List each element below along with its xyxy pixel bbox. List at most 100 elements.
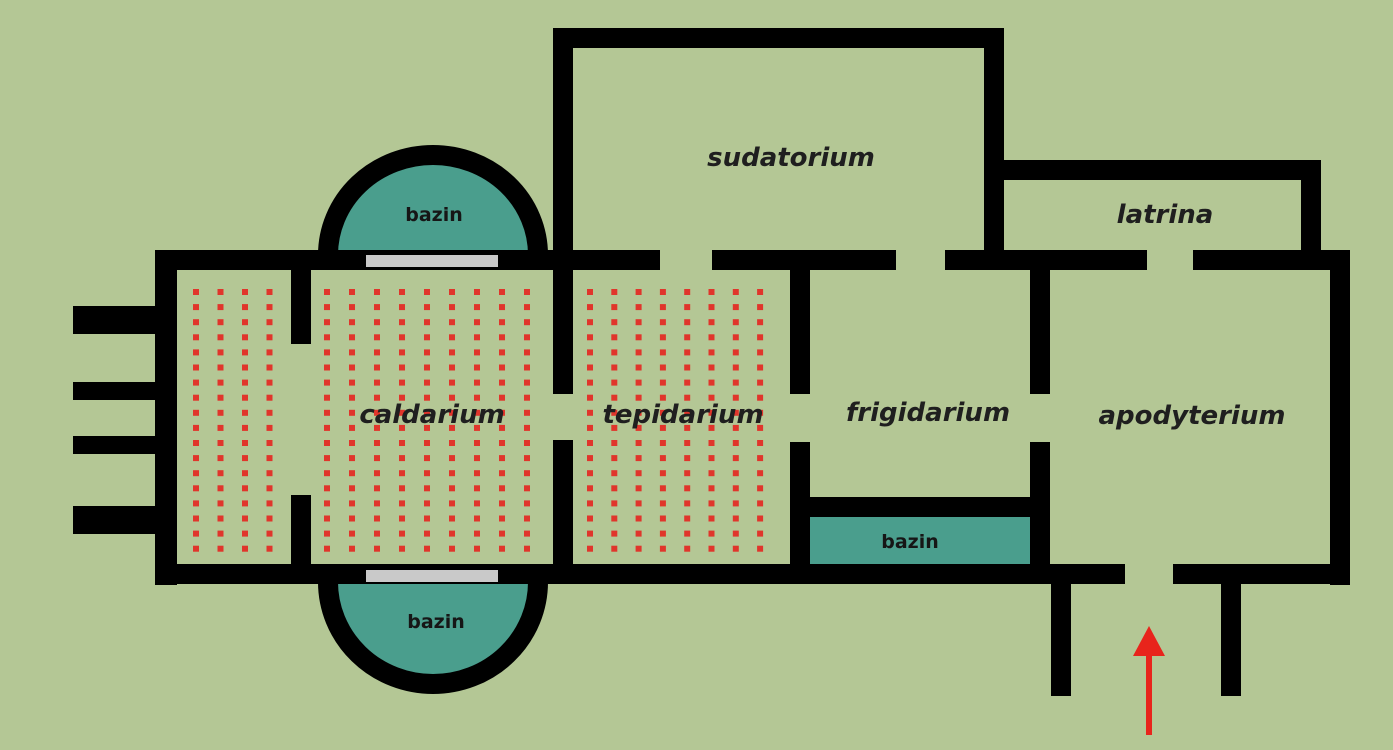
hypocaust-dot [474,500,480,507]
hypocaust-dot [399,394,405,401]
hypocaust-dot [684,349,691,356]
hypocaust-dot [449,470,455,477]
hypocaust-dot [611,440,618,446]
hypocaust-dot [684,530,691,537]
hypocaust-dot [659,455,666,462]
wall-caldarium-tepidarium-upper [553,262,573,394]
hypocaust-dot [242,394,248,401]
hypocaust-dot [757,515,764,522]
hypocaust-dot [217,409,224,416]
hypocaust-dot [193,515,199,522]
hypocaust-dot [635,394,642,401]
hypocaust-dot [242,304,248,311]
hypocaust-dot [349,440,355,446]
hypocaust-dot [449,530,455,537]
hypocaust-dot [217,440,224,446]
hypocaust-dot [217,424,224,431]
hypocaust-dot [324,500,330,507]
hypocaust-dot [324,530,330,537]
hypocaust-dot [708,530,715,537]
hypocaust-dot [732,485,739,492]
hypocaust-dot [659,319,666,326]
hypocaust-dot [524,424,530,431]
wall-main-top-3 [945,250,1147,270]
hypocaust-dot [587,470,593,477]
hypocaust-dot [611,289,618,295]
hypocaust-dot [242,364,248,371]
hypocaust-dot [611,515,618,522]
hypocaust-dot [266,455,273,462]
hypocaust-dot [349,304,355,311]
hypocaust-dot [635,334,642,341]
hypocaust-dot [399,515,405,522]
hypocaust-dot [349,319,355,326]
hypocaust-dot [193,319,199,326]
label-pool-top: bazin [405,204,463,226]
hypocaust-dot [732,304,739,311]
hypocaust-dot [499,485,505,492]
hypocaust-dot [399,334,405,341]
hypocaust-dot [424,545,430,552]
hypocaust-dot [732,424,739,431]
hypocaust-dot [659,500,666,507]
hypocaust-dot [684,485,691,492]
hypocaust-dot [474,319,480,326]
hypocaust-dot [424,319,430,326]
hypocaust-dot [449,379,455,386]
hypocaust-dot [242,334,248,341]
hypocaust-dot [399,319,405,326]
hypocaust-dot [587,530,593,537]
hypocaust-dot [349,515,355,522]
hypocaust-dot [474,364,480,371]
hypocaust-dot [399,470,405,477]
hypocaust-dot [524,304,530,311]
pool-top-wall [318,145,548,256]
hypocaust-dot [684,289,691,295]
pool-top [328,155,538,255]
hypocaust-dot [684,440,691,446]
hypocaust-dot [611,319,618,326]
hypocaust-dot [324,319,330,326]
hypocaust-dot [399,485,405,492]
hypocaust-tepidarium [587,289,764,552]
hypocaust-dot [524,289,530,295]
pool-frigidarium [808,516,1033,564]
hypocaust-dot [349,394,355,401]
wall-bottom-2 [1173,564,1350,584]
hypocaust-dot [424,530,430,537]
hypocaust-dot [708,334,715,341]
hypocaust-dot [611,334,618,341]
hypocaust-dot [349,530,355,537]
hypocaust-dot [499,349,505,356]
hypocaust-dot [635,409,642,416]
hypocaust-dot [399,349,405,356]
hypocaust-dot [266,319,273,326]
hypocaust-dot [399,409,405,416]
wall-main-top-4 [1193,250,1350,270]
hypocaust-dot [524,409,530,416]
entrance-arrow-head [1133,626,1165,656]
wall-sudatorium-left [553,28,573,268]
hypocaust-dot [635,515,642,522]
hypocaust-dot [524,485,530,492]
hypocaust-dot [474,394,480,401]
hypocaust-dot [349,485,355,492]
hypocaust-dot [708,455,715,462]
hypocaust-dot [349,500,355,507]
hypocaust-dot [474,424,480,431]
hypocaust-dot [499,394,505,401]
hypocaust-dot [732,289,739,295]
wall-entrance-left [1051,576,1071,696]
hypocaust-dot [757,455,764,462]
hypocaust-dot [193,349,199,356]
entrance-arrow-shaft [1146,650,1152,735]
hypocaust-dot [635,470,642,477]
hypocaust-dot [217,485,224,492]
hypocaust-dot [474,379,480,386]
label-caldarium: caldarium [359,400,504,430]
hypocaust-caldarium [324,289,530,552]
hypocaust-dot [684,470,691,477]
hypocaust-dot [449,289,455,295]
hypocaust-dot [611,394,618,401]
hypocaust-dot [757,334,764,341]
